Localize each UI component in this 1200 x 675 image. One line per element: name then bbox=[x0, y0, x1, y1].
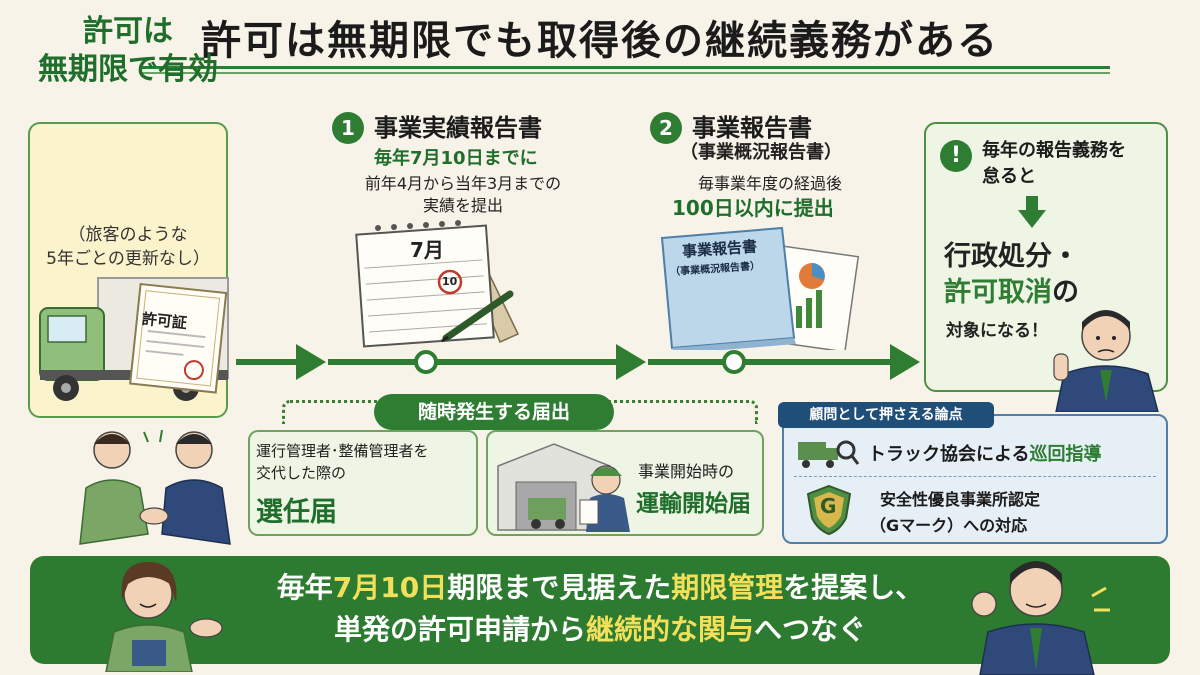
appointment-notice-card bbox=[248, 430, 478, 536]
step2-title: 事業報告書 bbox=[692, 114, 812, 142]
warning-big-line1: 行政処分・ bbox=[944, 241, 1079, 272]
page-title: 許可は無期限でも取得後の継続義務がある bbox=[201, 18, 999, 64]
step2-desc-line1: 毎事業年度の経過後 bbox=[697, 174, 842, 193]
timeline-node-2 bbox=[722, 350, 746, 374]
banner-l1-date: 7月10日 bbox=[332, 571, 448, 604]
banner-l2-part2: へつなぐ bbox=[754, 613, 867, 646]
appointment-notice-line1: 運行管理者･整備管理者を bbox=[256, 442, 429, 460]
operation-start-notice-title: 運輸開始届 bbox=[636, 491, 751, 517]
warning-big-line2: 許可取消の bbox=[944, 270, 1079, 309]
advisor-point-patrol-prefix: トラック協会による bbox=[868, 444, 1030, 465]
male-advisor-fist-illustration bbox=[971, 561, 1110, 675]
banner-l2-part1: 単発の許可申請から bbox=[333, 613, 586, 646]
permit-heading-line2: 無期限で有効 bbox=[38, 52, 218, 87]
warning-particle: の bbox=[1052, 277, 1079, 308]
down-arrow-icon bbox=[1018, 196, 1046, 228]
g-mark-shield-icon bbox=[806, 484, 852, 536]
appointment-notice-title: 選任届 bbox=[256, 497, 337, 528]
advisor-point-patrol-keyword: 巡回指導 bbox=[1029, 444, 1102, 465]
advisor-divider bbox=[794, 476, 1156, 477]
warning-line3: 対象になる！ bbox=[946, 321, 1048, 341]
banner-l1-part2: 期限まで見据えた bbox=[447, 571, 672, 604]
permit-heading-line1: 許可は bbox=[83, 14, 173, 49]
warning-line1: 毎年の報告義務を bbox=[982, 140, 1126, 161]
timeline-node-1 bbox=[414, 350, 438, 374]
timeline-arrow-2 bbox=[616, 344, 646, 380]
banner-line2: 単発の許可申請から継続的な関与へつなぐ bbox=[0, 608, 1200, 648]
calendar-highlight-day: 10 bbox=[442, 275, 458, 288]
calendar-icon bbox=[355, 220, 520, 348]
advisor-points-label: 顧問として押さえる論点 bbox=[778, 402, 994, 428]
timeline-arrow-1 bbox=[296, 344, 326, 380]
timeline-segment-3 bbox=[648, 359, 894, 365]
warning-line2: 怠ると bbox=[982, 166, 1036, 187]
g-mark-letter: G bbox=[820, 494, 837, 518]
step2-subtitle: （事業概況報告書） bbox=[680, 142, 842, 163]
step1-number-badge: 1 bbox=[332, 112, 364, 144]
step2-number-badge: 2 bbox=[650, 112, 682, 144]
appointment-notice-line2: 交代した際の bbox=[256, 464, 347, 482]
title-underline bbox=[140, 66, 1110, 69]
step2-deadline: 100日以内に提出 bbox=[672, 196, 834, 220]
banner-l1-part3: を提案し、 bbox=[783, 571, 924, 604]
calendar-month: 7月 bbox=[410, 238, 444, 262]
female-advisor-illustration bbox=[105, 562, 223, 672]
permit-note-line1: （旅客のような bbox=[68, 225, 188, 245]
step1-desc-line2: 実績を提出 bbox=[422, 196, 503, 215]
banner-l2-keyword: 継続的な関与 bbox=[585, 613, 754, 646]
banner-line1: 毎年7月10日期限まで見据えた期限管理を提案し、 bbox=[0, 566, 1200, 606]
warehouse-worker-illustration bbox=[497, 443, 630, 532]
advisor-points-card bbox=[782, 414, 1168, 544]
truck-with-permit-illustration bbox=[39, 277, 229, 401]
advisor-point-patrol: トラック協会による巡回指導 bbox=[868, 440, 1101, 466]
timeline-arrow-3 bbox=[890, 344, 920, 380]
permit-note-line2: 5年ごとの更新なし） bbox=[46, 249, 210, 269]
handshake-illustration bbox=[79, 429, 231, 545]
title-underline-secondary bbox=[140, 72, 1110, 74]
step1-deadline: 毎年7月10日までに bbox=[374, 148, 538, 169]
truck-search-icon bbox=[798, 440, 860, 468]
advisor-point-gmark-line1: 安全性優良事業所認定 bbox=[880, 490, 1041, 509]
exclamation-icon: ! bbox=[940, 140, 972, 172]
warning-revocation: 許可取消 bbox=[944, 277, 1052, 308]
operation-start-notice-line1: 事業開始時の bbox=[638, 462, 735, 481]
banner-l1-keyword: 期限管理 bbox=[671, 571, 784, 604]
step1-desc-line1: 前年4月から当年3月までの bbox=[364, 174, 562, 193]
advisor-point-gmark-line2: （Gマーク）への対応 bbox=[870, 516, 1028, 535]
worried-advisor-illustration bbox=[1053, 310, 1159, 412]
report-document-illustration bbox=[660, 226, 860, 350]
timeline-segment-2 bbox=[328, 359, 620, 365]
timeline-segment-1 bbox=[236, 359, 302, 365]
step1-title: 事業実績報告書 bbox=[374, 114, 542, 142]
occasional-filings-label: 随時発生する届出 bbox=[374, 394, 614, 430]
banner-l1-part1: 毎年 bbox=[276, 571, 333, 604]
